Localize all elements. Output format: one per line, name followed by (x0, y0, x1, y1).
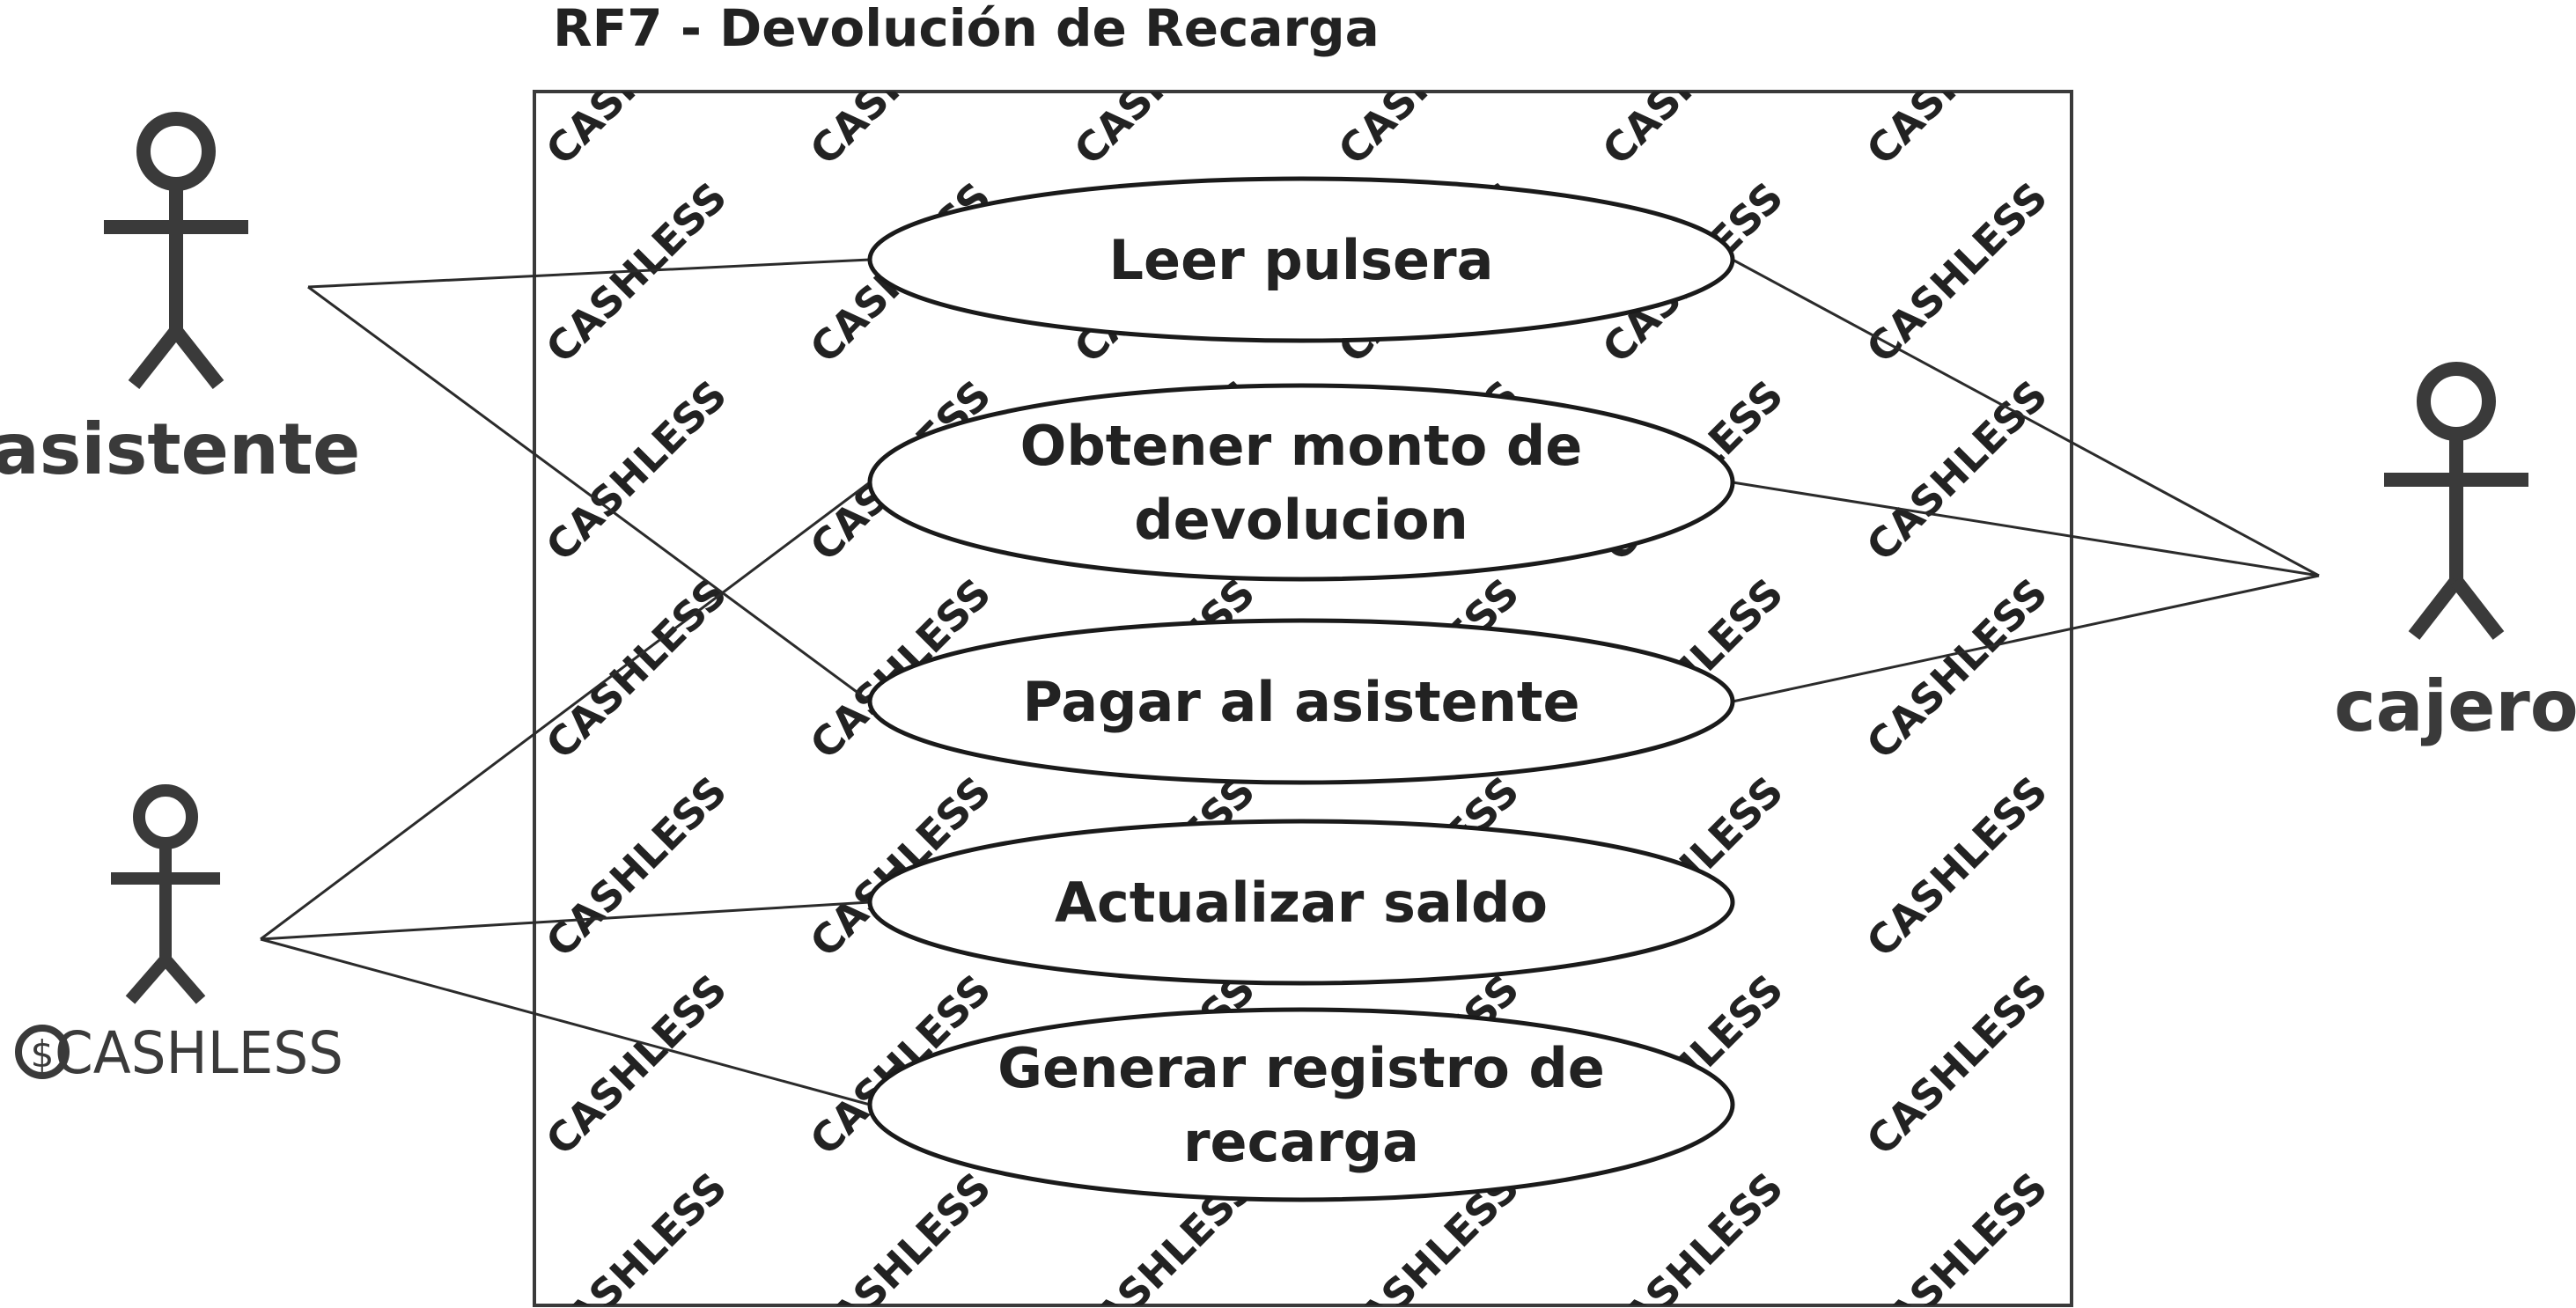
watermark-text: CASHLESS (537, 173, 736, 372)
actor-cashless: $ CASHLESS (15, 784, 343, 1087)
association-lines (260, 258, 2320, 1106)
watermark-text: CASHLESS (801, 1164, 1000, 1308)
watermark-text: CASHLESS (537, 768, 736, 966)
actor-label-cajero: cajero (2334, 665, 2576, 747)
use-case-ellipse (867, 383, 1735, 582)
association-line (307, 285, 871, 703)
watermark-text: CASHLESS (2122, 569, 2321, 768)
use-case-ellipse (867, 176, 1735, 343)
use-case-label: devolucion (1134, 488, 1468, 552)
watermark-text: CASHLESS (537, 966, 736, 1165)
use-case-label: Pagar al asistente (1022, 670, 1579, 734)
association-line (1732, 481, 2320, 577)
use-case-label: Obtener monto de (1020, 414, 1583, 478)
use-case-obtener: Obtener monto de devolucion (867, 383, 1735, 582)
association-line (1732, 574, 2320, 703)
watermark-text: CASHLESS (1858, 768, 2057, 966)
stick-figure-icon (111, 784, 220, 1004)
diagram-title: RF7 - Devolución de Recarga (553, 0, 1380, 58)
use-case-label: Generar registro de (997, 1036, 1605, 1100)
use-case-pagar: Pagar al asistente (867, 618, 1735, 785)
use-case-ellipse (867, 819, 1735, 986)
use-case-ellipse (867, 1007, 1735, 1202)
watermark-text: CASHLESS (2122, 768, 2321, 966)
watermark-text: CASHLESS (1593, 0, 1792, 174)
use-case-actualizar: Actualizar saldo (867, 819, 1735, 986)
actor-cajero: cajero (2334, 362, 2576, 747)
watermark-text: CASHLESS (2122, 1164, 2321, 1308)
use-case-label: Actualizar saldo (1055, 871, 1548, 935)
association-line (1732, 258, 2320, 577)
watermark-text: CASHLESS (537, 1164, 736, 1308)
use-case-label: recarga (1183, 1110, 1419, 1174)
watermark-text: CASHLESS (1858, 371, 2057, 570)
association-line (260, 900, 871, 941)
watermark-text: CASHLESS (2122, 966, 2321, 1165)
cashless-logo: $ CASHLESS (15, 1019, 343, 1087)
actor-label-cashless: CASHLESS (55, 1019, 343, 1087)
watermark-text: CASHLESS (537, 569, 736, 768)
use-case-generar: Generar registro de recarga (867, 1007, 1735, 1202)
watermark-text: CASHLESS (1858, 966, 2057, 1165)
stick-figure-icon (2384, 362, 2528, 640)
watermark-text: CASHLESS (2122, 173, 2321, 372)
watermark-text: CASHLESS (537, 371, 736, 570)
association-line (307, 258, 871, 289)
use-case-ellipse (867, 618, 1735, 785)
watermark-text: CASHLESS (2122, 0, 2321, 174)
dollar-icon: $ (31, 1032, 55, 1076)
watermark-text: CASHLESS (1593, 1164, 1792, 1308)
actor-asistente: asistente (0, 112, 360, 490)
use-case-label: Leer pulsera (1109, 228, 1494, 292)
actor-label-asistente: asistente (0, 408, 360, 490)
watermark-text: CASHLESS (1858, 1164, 2057, 1308)
watermark-text: CASHLESS (2122, 371, 2321, 570)
stick-figure-icon (104, 112, 248, 389)
association-line (260, 481, 871, 941)
watermark-text: CASHLESS (1858, 0, 2057, 174)
association-line (260, 937, 871, 1106)
use-case-leer: Leer pulsera (867, 176, 1735, 343)
